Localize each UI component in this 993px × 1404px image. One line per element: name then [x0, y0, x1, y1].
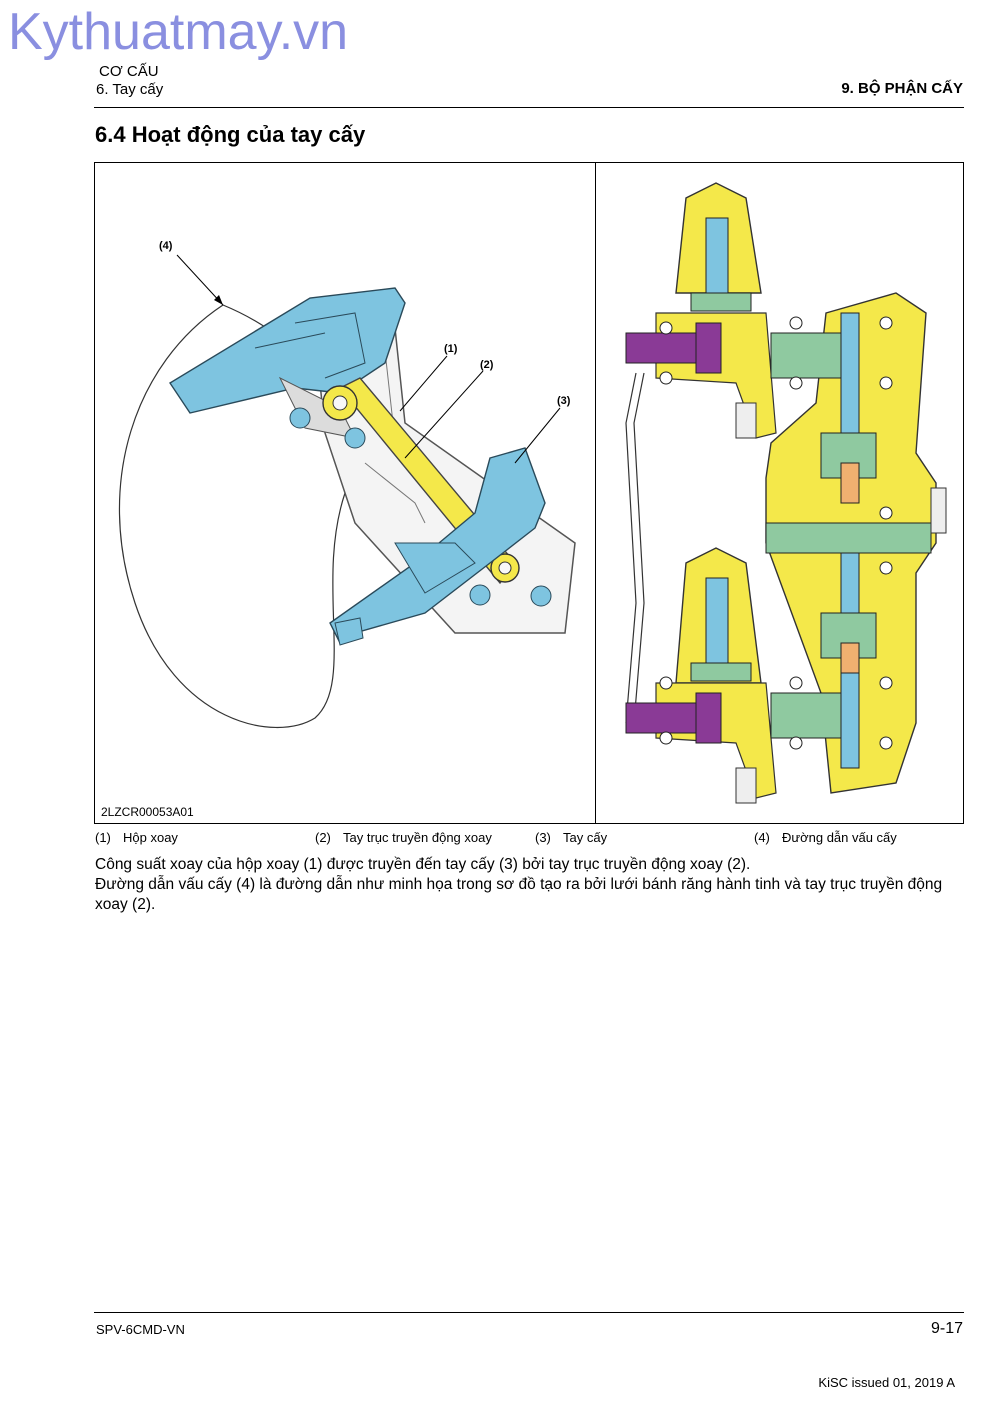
- planting-arm-illustration: (4) (1) (2) (3) 2LZCR00053A01: [95, 163, 595, 823]
- body-paragraph-1: Công suất xoay của hộp xoay (1) được tru…: [95, 856, 751, 873]
- body-paragraph-2: Đường dẫn vấu cấy (4) là đường dẫn như m…: [95, 876, 943, 913]
- page-number: 9-17: [930, 1320, 963, 1337]
- watermark: Kythuatmay.vn: [8, 3, 349, 61]
- legend-num-2: (2): [315, 830, 331, 845]
- callout-4: (4): [159, 240, 173, 252]
- header-chapter: 9. BỘ PHẬN CẤY: [841, 80, 963, 97]
- header-section: CƠ CẤU: [99, 63, 159, 80]
- body-text: Công suất xoay của hộp xoay (1) được tru…: [95, 855, 965, 915]
- callout-1: (1): [444, 343, 458, 355]
- gearbox-drawing: [625, 182, 947, 804]
- planting-arm-drawing: (4) (1) (2) (3): [118, 240, 576, 729]
- legend-num-4: (4): [754, 830, 770, 845]
- legend-text-1: Hộp xoay: [123, 830, 178, 845]
- footer-doc-code: SPV-6CMD-VN: [96, 1322, 185, 1337]
- gearbox-cross-section: [596, 163, 963, 823]
- legend-num-3: (3): [535, 830, 551, 845]
- header-left: CƠ CẤU 6. Tay cấy: [96, 63, 163, 99]
- figure-divider: [595, 163, 596, 823]
- legend-text-3: Tay cấy: [563, 830, 608, 845]
- legend-text-4: Đường dẫn vấu cấy: [782, 830, 897, 845]
- footer-divider: [94, 1312, 964, 1313]
- page-title: 6.4 Hoạt động của tay cấy: [95, 122, 366, 147]
- legend-text-2: Tay trục truyền động xoay: [343, 830, 492, 845]
- legend-num-1: (1): [95, 830, 111, 845]
- figure-frame: (4) (1) (2) (3) 2LZCR00053A01: [94, 162, 964, 824]
- header-subsection: 6. Tay cấy: [96, 81, 164, 98]
- footer-issue: KiSC issued 01, 2019 A: [818, 1375, 955, 1390]
- header-divider: [94, 107, 964, 108]
- figure-code: 2LZCR00053A01: [101, 805, 194, 819]
- callout-2: (2): [480, 359, 494, 371]
- callout-3: (3): [557, 395, 571, 407]
